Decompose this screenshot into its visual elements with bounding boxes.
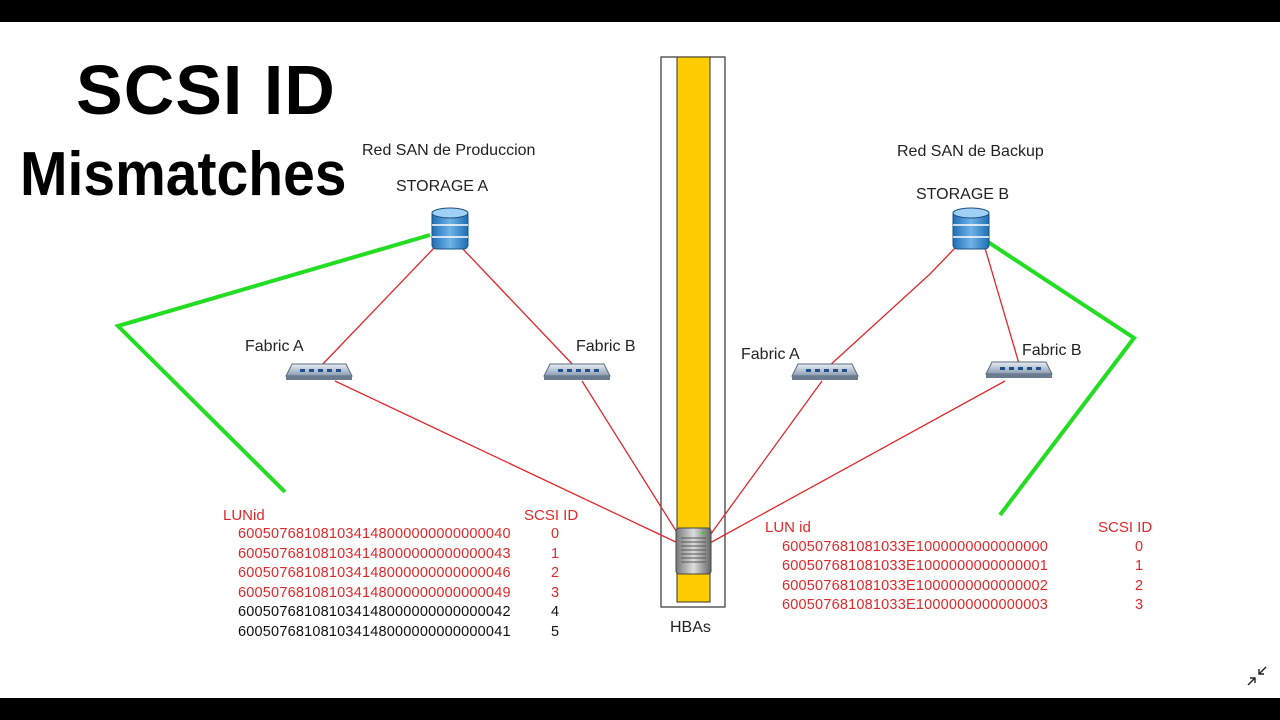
table-row: 600507681081034148000000000000043 1 [238,545,559,562]
scsi-id-cell: 2 [1135,577,1144,594]
table-header-scsi: SCSI ID [1098,519,1153,536]
table-row: 600507681081033E1000000000000002 2 [782,577,1143,594]
storage-label-a: STORAGE A [396,178,489,195]
table-header-lun: LUN id [765,519,811,536]
lun-id-cell: 600507681081033E1000000000000001 [782,558,1049,575]
table-row: 600507681081034148000000000000049 3 [238,584,559,601]
lun-id-cell: 600507681081033E1000000000000003 [782,596,1049,613]
table-row: 600507681081033E1000000000000001 1 [782,558,1143,575]
links-left [319,247,684,545]
fabric-label-left-b: Fabric B [576,338,636,355]
scsi-id-cell: 2 [551,565,560,581]
scsi-id-cell: 1 [551,545,560,562]
database-icon [431,207,469,250]
diagram-lines [114,56,1267,686]
database-icon [952,207,990,250]
table-row: 600507681081034148000000000000040 0 [238,526,559,542]
switch-icon [985,361,1053,378]
network-label-right: Red SAN de Backup [897,143,1044,160]
scsi-id-cell: 0 [551,526,560,542]
switch-icon [791,363,859,380]
table-row: 600507681081033E1000000000000000 0 [782,539,1143,555]
page-subtitle: Mismatches [20,140,347,209]
lun-id-cell: 600507681081033E1000000000000000 [782,539,1049,555]
lun-id-cell: 600507681081034148000000000000040 [238,526,511,542]
fabric-label-right-b: Fabric B [1022,342,1082,359]
hba-column [660,56,726,608]
fabric-label-left-a: Fabric A [245,338,304,355]
lun-id-cell: 600507681081034148000000000000049 [238,584,511,601]
lun-id-cell: 600507681081034148000000000000042 [238,604,511,620]
hba-label: HBAs [670,619,711,636]
page-title: SCSI ID [76,51,336,129]
storage-label-b: STORAGE B [916,186,1010,203]
highlight-line-right [983,238,1137,517]
switch-icon [543,363,611,380]
highlight-line-left [114,233,431,494]
table-row: 600507681081034148000000000000046 2 [238,565,559,581]
fabric-label-right-a: Fabric A [741,346,800,363]
table-row: 600507681081034148000000000000042 4 [238,604,559,620]
scsi-id-cell: 0 [1135,539,1144,555]
scsi-id-cell: 1 [1135,558,1144,575]
table-header-lun: LUNid [223,507,265,524]
collapse-arrows-icon[interactable] [1247,666,1267,686]
switch-icon [285,363,353,380]
table-row: 600507681081034148000000000000041 5 [238,623,559,640]
scsi-id-cell: 5 [551,623,560,640]
lun-id-cell: 600507681081034148000000000000041 [238,623,511,640]
lun-id-cell: 600507681081034148000000000000046 [238,565,511,581]
diagram-canvas: SCSI ID Mismatches Red SAN de Produccion… [0,22,1280,698]
scsi-id-cell: 3 [551,584,560,601]
server-icon [675,527,712,575]
scsi-id-cell: 4 [551,604,560,620]
lun-id-cell: 600507681081034148000000000000043 [238,545,511,562]
network-label-left: Red SAN de Produccion [362,142,536,159]
lun-id-cell: 600507681081033E1000000000000002 [782,577,1049,594]
table-header-scsi: SCSI ID [524,507,579,524]
links-right [704,247,1021,545]
table-row: 600507681081033E1000000000000003 3 [782,596,1143,613]
scsi-id-cell: 3 [1135,596,1144,613]
